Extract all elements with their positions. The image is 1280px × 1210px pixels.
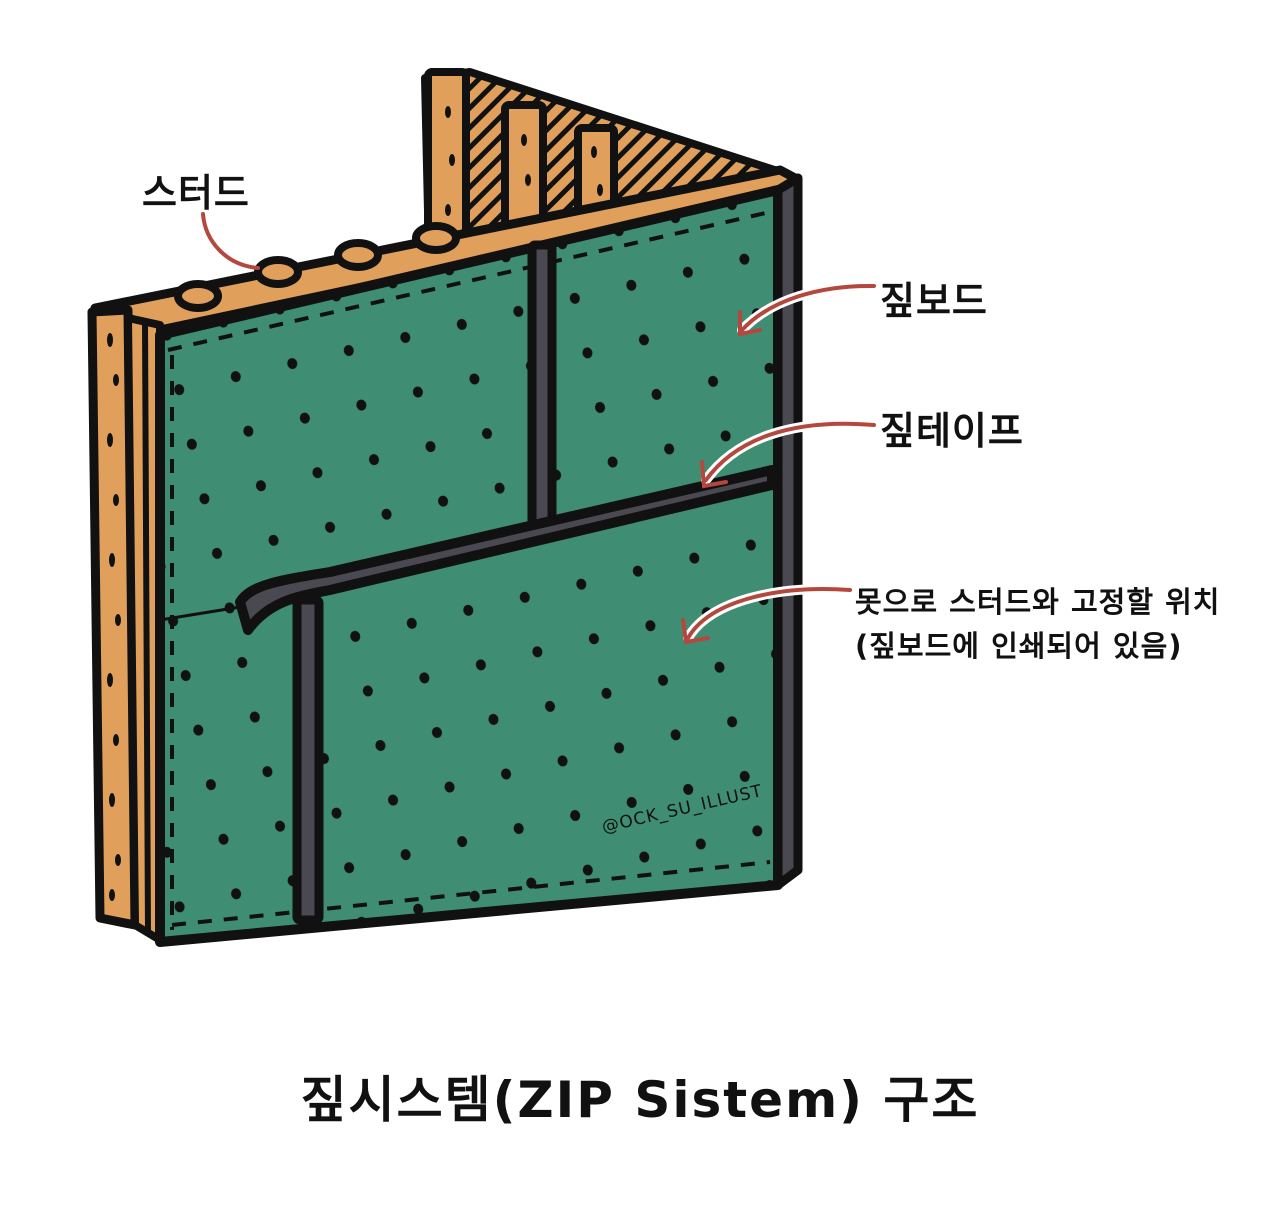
stud-arrow	[201, 212, 260, 270]
nail-location-arrow	[681, 584, 855, 645]
nail-location-label-line2: (짚보드에 인쇄되어 있음)	[855, 629, 1183, 663]
stud-label: 스터드	[142, 171, 250, 215]
diagram-title: 짚시스템(ZIP Sistem) 구조	[300, 1071, 980, 1129]
annotation-arrows	[201, 212, 879, 645]
end-stud	[87, 305, 164, 944]
nail-location-label: 못으로 스터드와 고정할 위치 (짚보드에 인쇄되어 있음)	[855, 580, 1220, 668]
zip-board-arrow	[737, 280, 879, 337]
zip-tape-arrow	[700, 418, 879, 489]
nail-location-label-line1: 못으로 스터드와 고정할 위치	[855, 585, 1221, 619]
zip-board-label: 짚보드	[880, 279, 988, 323]
zip-tape	[235, 240, 777, 925]
zip-tape-label: 짚테이프	[880, 409, 1024, 453]
